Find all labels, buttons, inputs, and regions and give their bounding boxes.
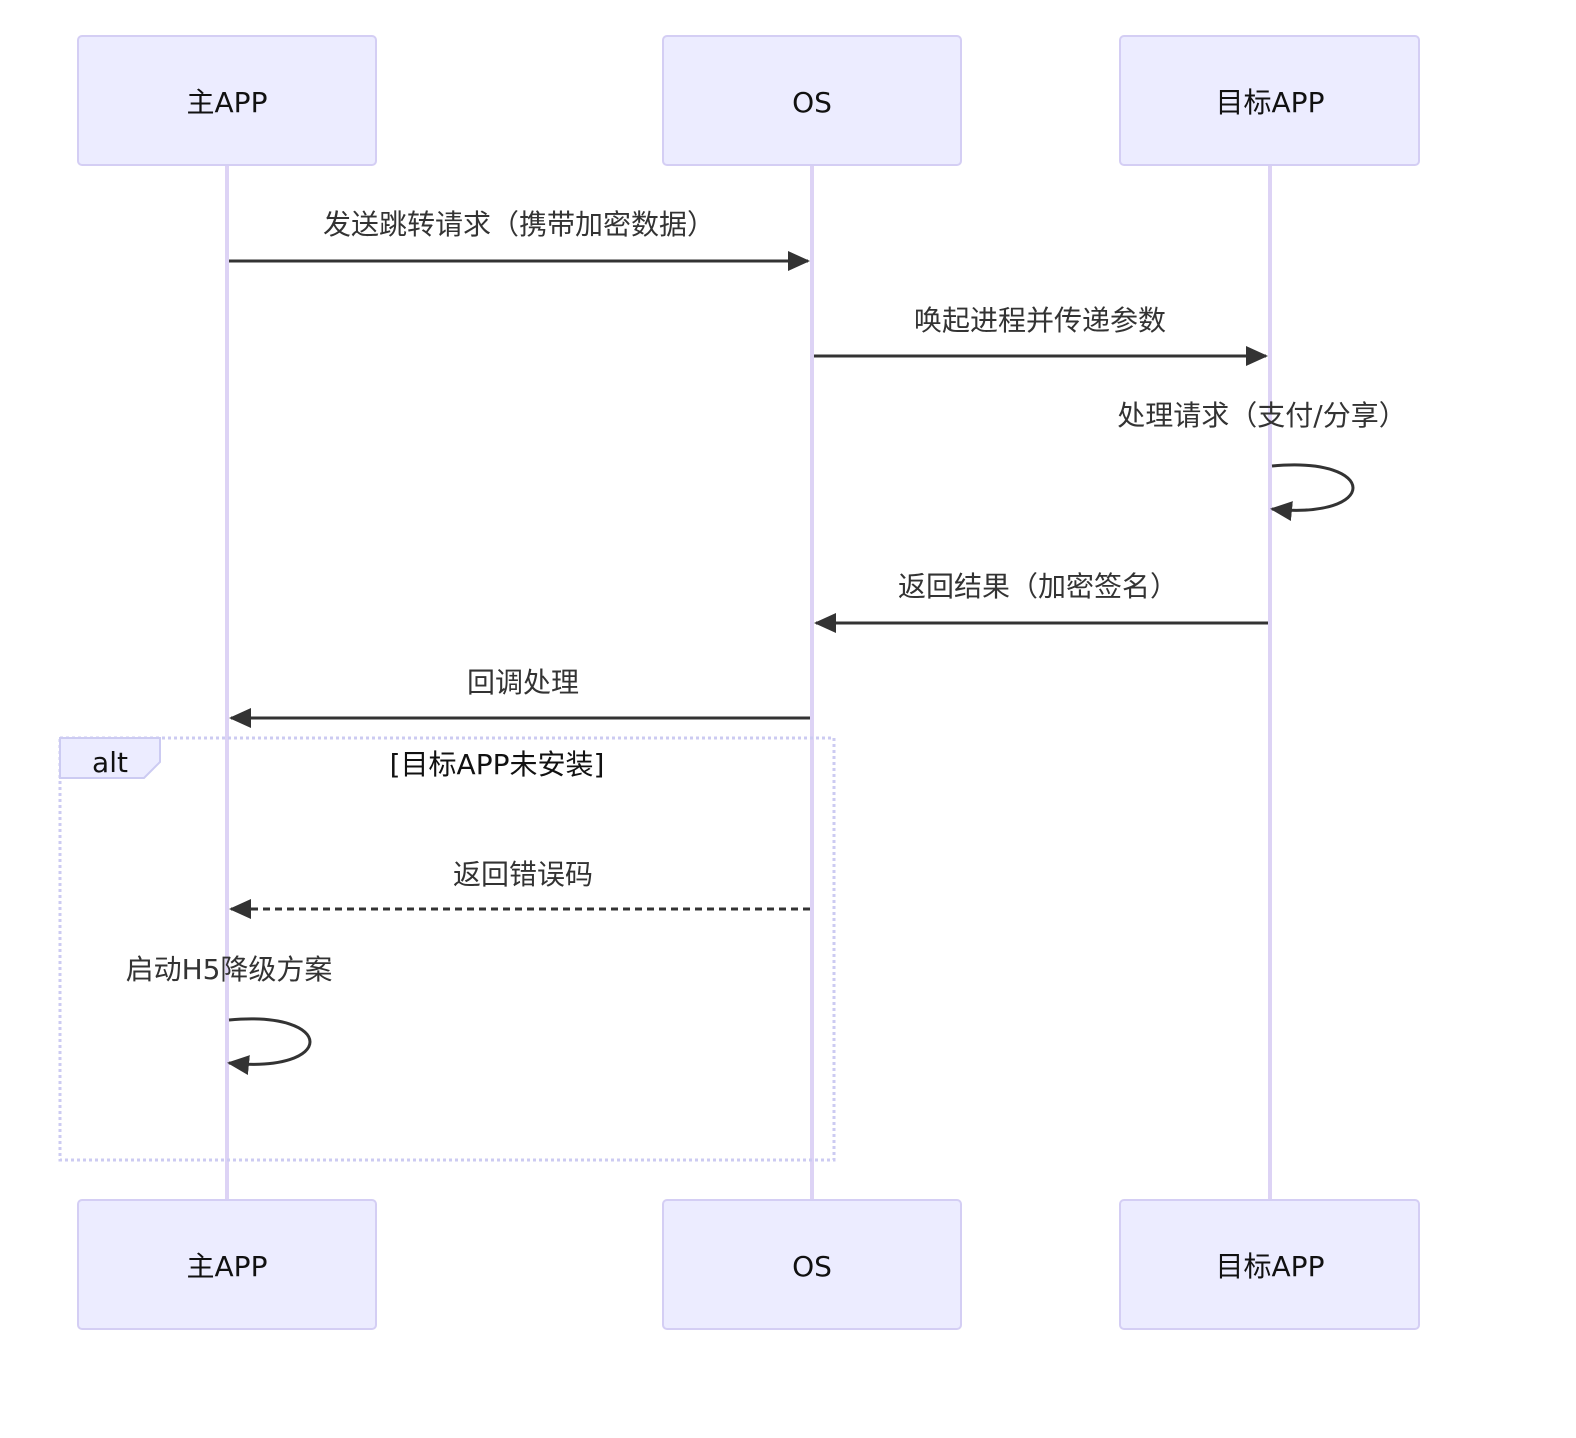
message-label: 处理请求（支付/分享） <box>1117 399 1406 432</box>
message-return-error-code: 返回错误码 <box>229 858 810 919</box>
actor-target-app-top: 目标APP <box>1119 35 1420 166</box>
actor-main-app-top: 主APP <box>77 35 377 166</box>
actor-main-app-bottom: 主APP <box>77 1199 377 1330</box>
alt-keyword: alt <box>92 746 128 779</box>
self-loop-arrow <box>227 1017 312 1075</box>
alt-tab <box>59 737 161 779</box>
actor-os-bottom: OS <box>662 1199 962 1330</box>
alt-condition: [目标APP未安装] <box>390 748 605 781</box>
alt-frame <box>58 736 836 1162</box>
actor-label: 主APP <box>187 86 268 119</box>
alt-block: alt [目标APP未安装] <box>58 736 836 1162</box>
actor-label: OS <box>792 1250 832 1283</box>
message-label: 发送跳转请求（携带加密数据） <box>323 208 715 241</box>
actor-label: 目标APP <box>1216 1250 1325 1283</box>
actor-box <box>662 1199 962 1330</box>
actor-box <box>1119 1199 1420 1330</box>
actor-box <box>77 1199 377 1330</box>
message-label: 返回错误码 <box>453 858 593 891</box>
self-loop-arrow <box>1270 463 1355 521</box>
actor-label: 主APP <box>187 1250 268 1283</box>
message-label: 返回结果（加密签名） <box>898 570 1178 603</box>
actor-box <box>1119 35 1420 166</box>
message-h5-fallback-self: 启动H5降级方案 <box>126 953 333 1075</box>
message-label: 唤起进程并传递参数 <box>914 304 1166 337</box>
message-process-request-self: 处理请求（支付/分享） <box>1117 399 1407 521</box>
message-return-result: 返回结果（加密签名） <box>814 570 1268 633</box>
message-callback: 回调处理 <box>229 666 810 728</box>
actor-box <box>662 35 962 166</box>
actor-label: OS <box>792 86 832 119</box>
actor-label: 目标APP <box>1216 86 1325 119</box>
message-send-jump-request: 发送跳转请求（携带加密数据） <box>229 208 810 271</box>
message-label: 启动H5降级方案 <box>126 953 333 986</box>
message-label: 回调处理 <box>467 666 579 699</box>
actor-box <box>77 35 377 166</box>
message-launch-process: 唤起进程并传递参数 <box>814 304 1268 366</box>
actor-target-app-bottom: 目标APP <box>1119 1199 1420 1330</box>
actor-os-top: OS <box>662 35 962 166</box>
